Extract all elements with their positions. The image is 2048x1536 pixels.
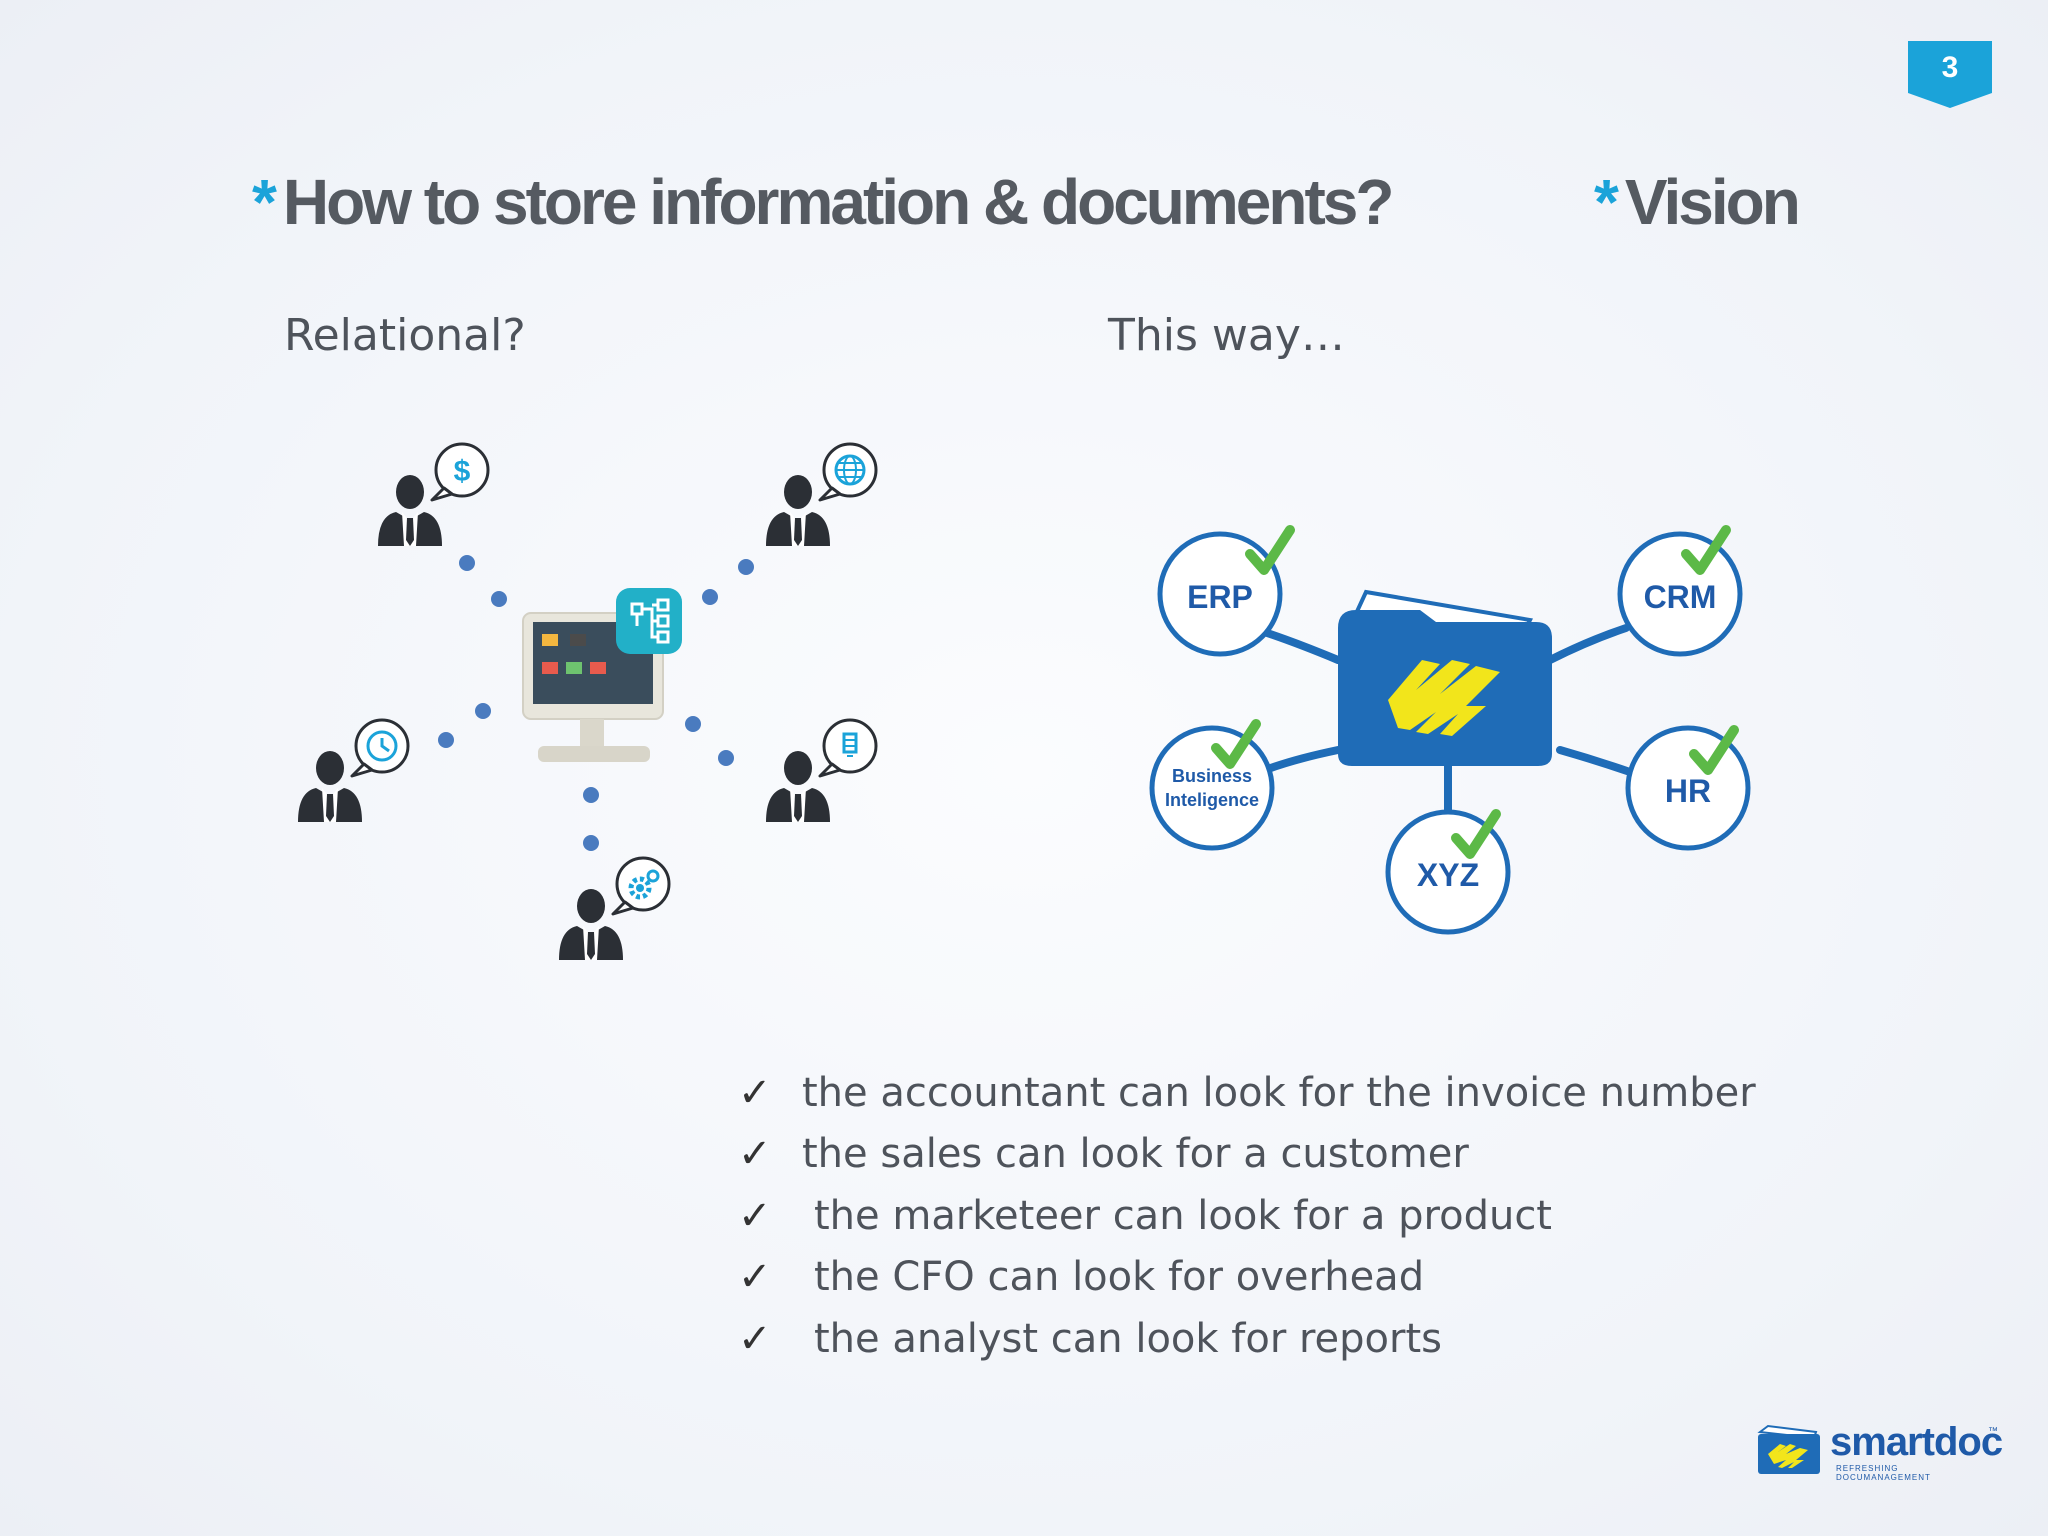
relational-network-illustration: $ <box>298 442 878 960</box>
user-global <box>766 442 878 546</box>
logo-tagline: REFRESHING DOCUMANAGEMENT <box>1836 1464 1931 1482</box>
check-icon <box>1681 525 1731 575</box>
checklist-item-text: the CFO can look for overhead <box>814 1254 1425 1301</box>
checkmark-icon: ✓ <box>738 1192 772 1239</box>
check-icon <box>1245 525 1295 575</box>
node-label: CRM <box>1644 579 1717 615</box>
vision-hub-diagram: ERP CRM Business Inteligence HR XYZ <box>1149 525 1751 935</box>
left-subheading: Relational? <box>284 310 526 361</box>
node-label-line2: Inteligence <box>1165 790 1259 810</box>
right-heading: *Vision <box>1594 170 1801 234</box>
benefits-checklist: ✓ the accountant can look for the invoic… <box>738 1062 1938 1370</box>
connector-dots <box>438 555 754 851</box>
right-subheading: This way… <box>1108 310 1345 361</box>
gear-icon <box>611 856 671 916</box>
dollar-icon: $ <box>454 455 471 488</box>
checkmark-icon: ✓ <box>738 1131 772 1178</box>
checkmark-icon: ✓ <box>738 1069 772 1116</box>
checkmark-icon: ✓ <box>738 1254 772 1301</box>
logo-wordmark: smartdoc <box>1830 1420 2003 1464</box>
check-icon <box>1689 725 1739 775</box>
node-hr: HR <box>1625 725 1751 851</box>
user-ideas <box>766 718 878 822</box>
user-time <box>298 718 410 822</box>
node-crm: CRM <box>1617 525 1743 657</box>
left-heading: *How to store information & documents? <box>252 170 1394 234</box>
checklist-item: ✓ the sales can look for a customer <box>738 1124 1938 1186</box>
checklist-item: ✓ the CFO can look for overhead <box>738 1247 1938 1309</box>
checklist-item-text: the accountant can look for the invoice … <box>802 1069 1756 1116</box>
node-label-line1: Business <box>1172 766 1252 786</box>
node-label: ERP <box>1187 579 1253 615</box>
checklist-item-text: the sales can look for a customer <box>802 1131 1469 1178</box>
node-label: XYZ <box>1417 857 1479 893</box>
folder-lightning-icon <box>1338 589 1552 766</box>
right-heading-text: Vision <box>1624 166 1801 238</box>
globe-icon <box>818 442 878 502</box>
page-number: 3 <box>1941 51 1959 84</box>
node-label: HR <box>1665 773 1711 809</box>
user-finance: $ <box>378 442 490 546</box>
checklist-item-text: the analyst can look for reports <box>814 1315 1442 1362</box>
heading-bullet-star: * <box>1594 166 1619 238</box>
node-xyz: XYZ <box>1385 809 1511 935</box>
clock-icon <box>350 718 410 778</box>
page-number-badge: 3 <box>1908 41 1992 108</box>
smartdoc-logo: smartdoc ™ REFRESHING DOCUMANAGEMENT <box>1756 1420 2003 1482</box>
checklist-item: ✓ the accountant can look for the invoic… <box>738 1062 1938 1124</box>
check-icon <box>1211 719 1261 769</box>
checkmark-icon: ✓ <box>738 1315 772 1362</box>
checklist-item-text: the marketeer can look for a product <box>814 1192 1552 1239</box>
checklist-item: ✓ the analyst can look for reports <box>738 1308 1938 1370</box>
node-erp: ERP <box>1157 525 1295 657</box>
heading-bullet-star: * <box>252 166 277 238</box>
desktop-computer-icon <box>522 588 682 762</box>
smartdoc-folder-icon <box>1757 1424 1820 1474</box>
lightbulb-icon <box>818 718 878 778</box>
node-business-intelligence: Business Inteligence <box>1149 719 1275 851</box>
user-operations <box>559 856 671 960</box>
check-icon <box>1451 809 1501 859</box>
checklist-item: ✓ the marketeer can look for a product <box>738 1185 1938 1247</box>
left-heading-text: How to store information & documents? <box>282 166 1395 238</box>
logo-trademark: ™ <box>1988 1426 1998 1437</box>
